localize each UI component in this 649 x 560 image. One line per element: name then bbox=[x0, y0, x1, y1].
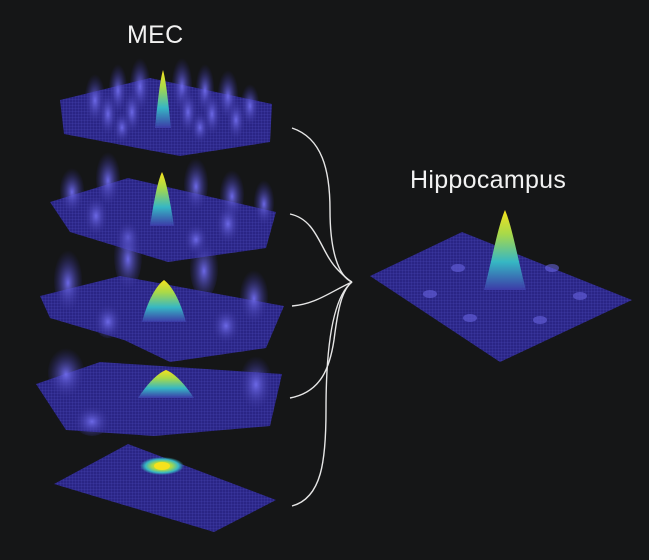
hippocampus-label: Hippocampus bbox=[410, 166, 567, 194]
convergence-connectors bbox=[289, 127, 353, 507]
mec-layer-3 bbox=[40, 224, 284, 362]
connector-layer-3 bbox=[291, 281, 353, 307]
mec-layer-1 bbox=[60, 58, 272, 156]
connector-layer-2 bbox=[289, 213, 353, 283]
hippocampus-surface bbox=[370, 210, 632, 362]
mec-layer-5 bbox=[54, 444, 276, 532]
connector-layer-4 bbox=[289, 281, 353, 399]
connector-layer-1 bbox=[291, 127, 353, 283]
mec-layer-4 bbox=[36, 348, 282, 436]
connector-layer-5 bbox=[291, 281, 353, 507]
mec-label: MEC bbox=[127, 21, 184, 49]
mec-layer-2 bbox=[50, 152, 276, 262]
